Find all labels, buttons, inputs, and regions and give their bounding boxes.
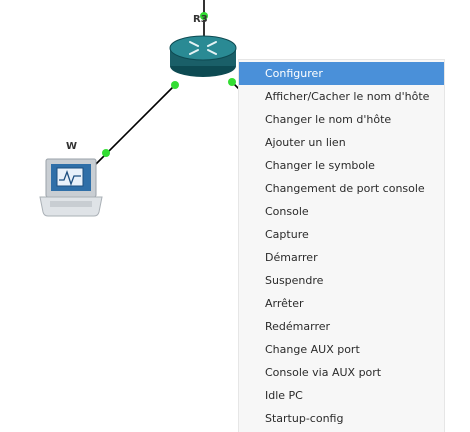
menu-item-change-aux-port[interactable]: Change AUX port <box>265 343 360 356</box>
menu-item-stop[interactable]: Arrêter <box>265 297 304 310</box>
router-icon[interactable] <box>169 35 237 77</box>
port-status-up-indicator <box>228 78 236 86</box>
menu-item-capture[interactable]: Capture <box>265 228 309 241</box>
menu-item-configurer[interactable]: Configurer <box>239 62 444 85</box>
menu-item-console[interactable]: Console <box>265 205 309 218</box>
port-status-up-indicator <box>171 81 179 89</box>
menu-item-suspend[interactable]: Suspendre <box>265 274 324 287</box>
node-label-w[interactable]: W <box>66 141 78 152</box>
menu-item-change-console-port[interactable]: Changement de port console <box>265 182 425 195</box>
vpcs-laptop-icon[interactable] <box>39 158 103 217</box>
menu-item-change-symbol[interactable]: Changer le symbole <box>265 159 375 172</box>
menu-item-change-hostname[interactable]: Changer le nom d'hôte <box>265 113 392 126</box>
menu-item-reload[interactable]: Redémarrer <box>265 320 331 333</box>
node-label-r3[interactable]: R3 <box>193 14 208 25</box>
port-status-up-indicator <box>102 149 110 157</box>
node-context-menu: Configurer Afficher/Cacher le nom d'hôte… <box>239 60 444 432</box>
menu-item-toggle-hostname[interactable]: Afficher/Cacher le nom d'hôte <box>265 90 430 103</box>
menu-item-console-via-aux[interactable]: Console via AUX port <box>265 366 382 379</box>
menu-item-add-link[interactable]: Ajouter un lien <box>265 136 346 149</box>
menu-item-start[interactable]: Démarrer <box>265 251 318 264</box>
menu-item-startup-config[interactable]: Startup-config <box>265 412 344 425</box>
port-status-up-indicator <box>200 12 208 20</box>
menu-item-idle-pc[interactable]: Idle PC <box>265 389 303 402</box>
